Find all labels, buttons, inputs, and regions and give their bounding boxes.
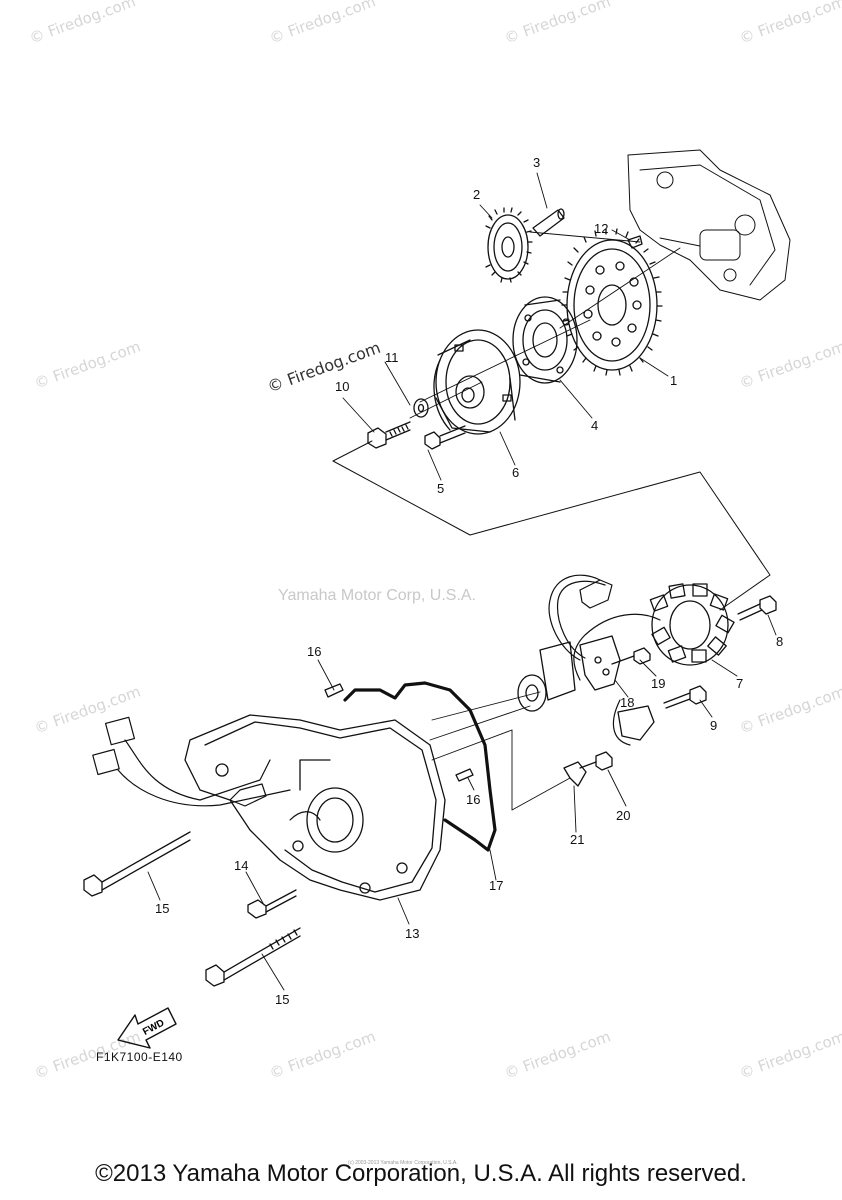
callout-number: 18 [620,695,635,710]
part-16-dowel-pin [324,683,474,782]
callout-number: 7 [736,676,744,691]
wire-harness [92,716,321,821]
grommet-plate [517,641,576,712]
callout-number: 16 [466,792,481,807]
callout-number: 12 [594,221,609,236]
stator-wire [548,574,661,746]
part-15-bolt [83,831,191,897]
callout-number: 14 [234,858,249,873]
part-9-bolt [663,685,707,709]
part-21-clamp [563,761,587,787]
callout-number: 16 [307,644,322,659]
tiny-copyright-note: (c) 2003-2013 Yamaha Motor Corporation, … [348,1160,458,1166]
part-8-bolt [737,595,777,621]
part-13-crankcase-cover [184,714,446,901]
callout-number: 15 [155,901,170,916]
copyright-notice: ©2013 Yamaha Motor Corporation, U.S.A. A… [95,1160,747,1187]
callout-number: 6 [512,465,520,480]
diagram-code: F1K7100-E140 [96,1050,183,1064]
part-15-bolt [205,927,301,987]
part-17-gasket [343,681,497,852]
callout-number: 13 [405,926,420,941]
part-1-large-gear [561,228,663,376]
yamaha-watermark: Yamaha Motor Corp, U.S.A. [278,587,476,604]
callout-number: 3 [533,155,541,170]
callout-number: 8 [776,634,784,649]
part-4-starter-clutch [512,296,578,384]
callout-number: 11 [385,350,399,365]
crankcase-outline [627,149,791,301]
part-14-bolt [247,889,297,919]
callout-number: 15 [275,992,290,1007]
callout-number: 17 [489,878,504,893]
callout-number: 4 [591,418,599,433]
part-19-bolt [611,647,651,665]
part-20-screw [579,751,613,771]
part-10-bolt [367,421,411,449]
callout-number: 19 [651,676,666,691]
callout-number: 20 [616,808,631,823]
part-5-screw [424,425,466,450]
callout-number: 9 [710,718,718,733]
fwd-arrow-icon [117,1007,177,1049]
callout-number: 21 [570,832,585,847]
part-6-rotor [433,329,521,435]
part-7-stator [649,583,735,666]
callout-number: 1 [670,373,678,388]
callout-number: 10 [335,379,350,394]
callout-number: 5 [437,481,445,496]
callout-number: 2 [473,187,481,202]
part-2-gear [485,207,533,283]
part-3-pin [532,208,565,237]
part-11-washer [413,398,429,418]
part-18-pickup-coil [579,635,655,741]
